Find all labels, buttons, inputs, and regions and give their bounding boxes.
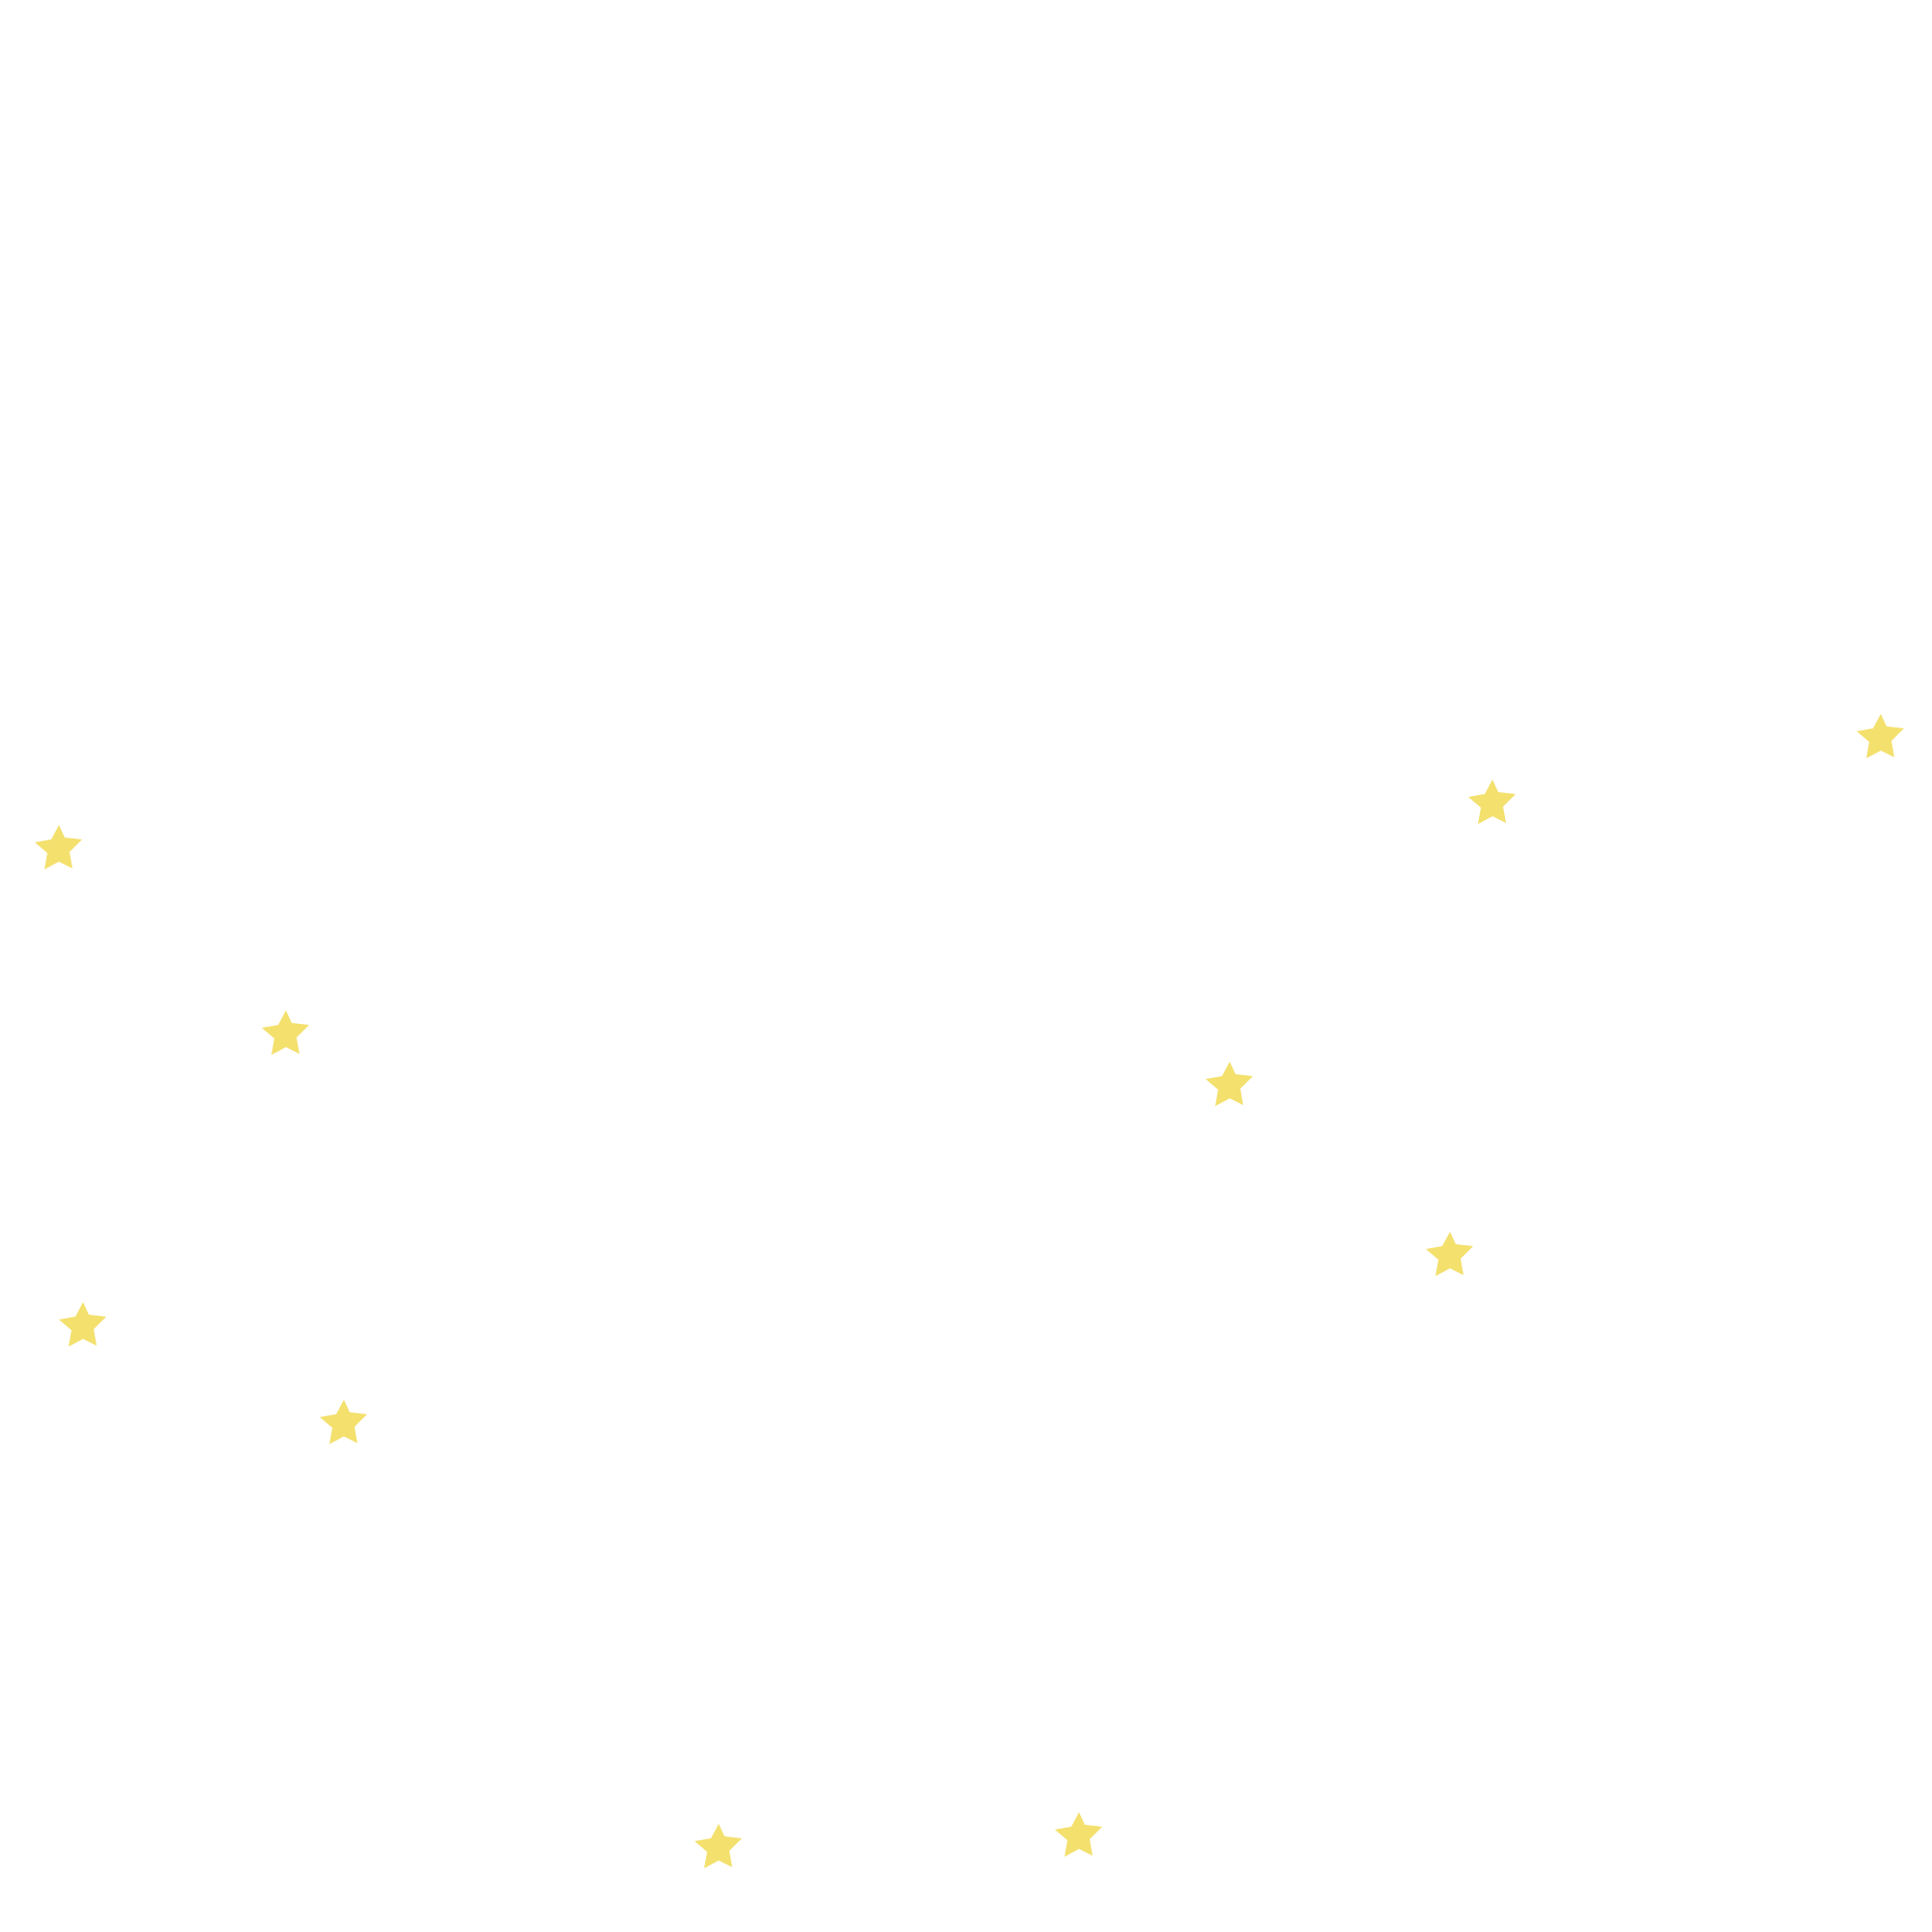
star-icon — [319, 1399, 369, 1449]
star-icon — [1425, 1231, 1475, 1281]
star-icon — [1054, 1811, 1104, 1861]
star-icon — [261, 1009, 311, 1060]
star-icon — [1856, 713, 1906, 763]
star-icon — [58, 1301, 108, 1351]
star-icon — [1205, 1061, 1255, 1111]
star-icon — [1467, 779, 1518, 829]
star-icon — [34, 824, 84, 874]
star-icon — [694, 1823, 744, 1873]
